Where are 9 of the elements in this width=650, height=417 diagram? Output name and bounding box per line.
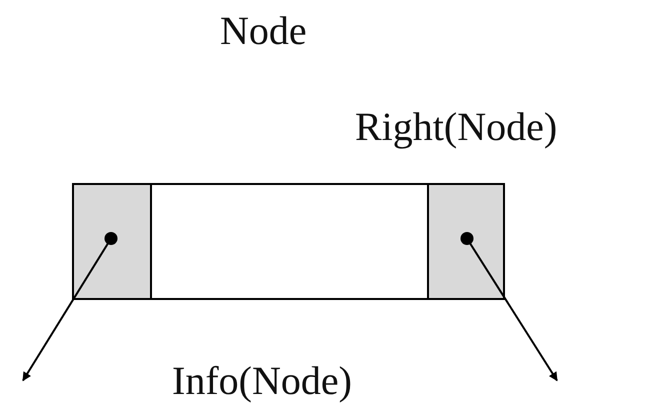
title: Node [220,8,307,54]
info-cell [150,183,429,300]
field-label: Right(Node) [355,104,558,150]
field-label: Info(Node) [172,358,352,404]
arrow [22,232,118,382]
record-box [72,183,505,300]
arrow [460,232,558,382]
pointer-cell [72,183,150,300]
pointer-cell [429,183,505,300]
